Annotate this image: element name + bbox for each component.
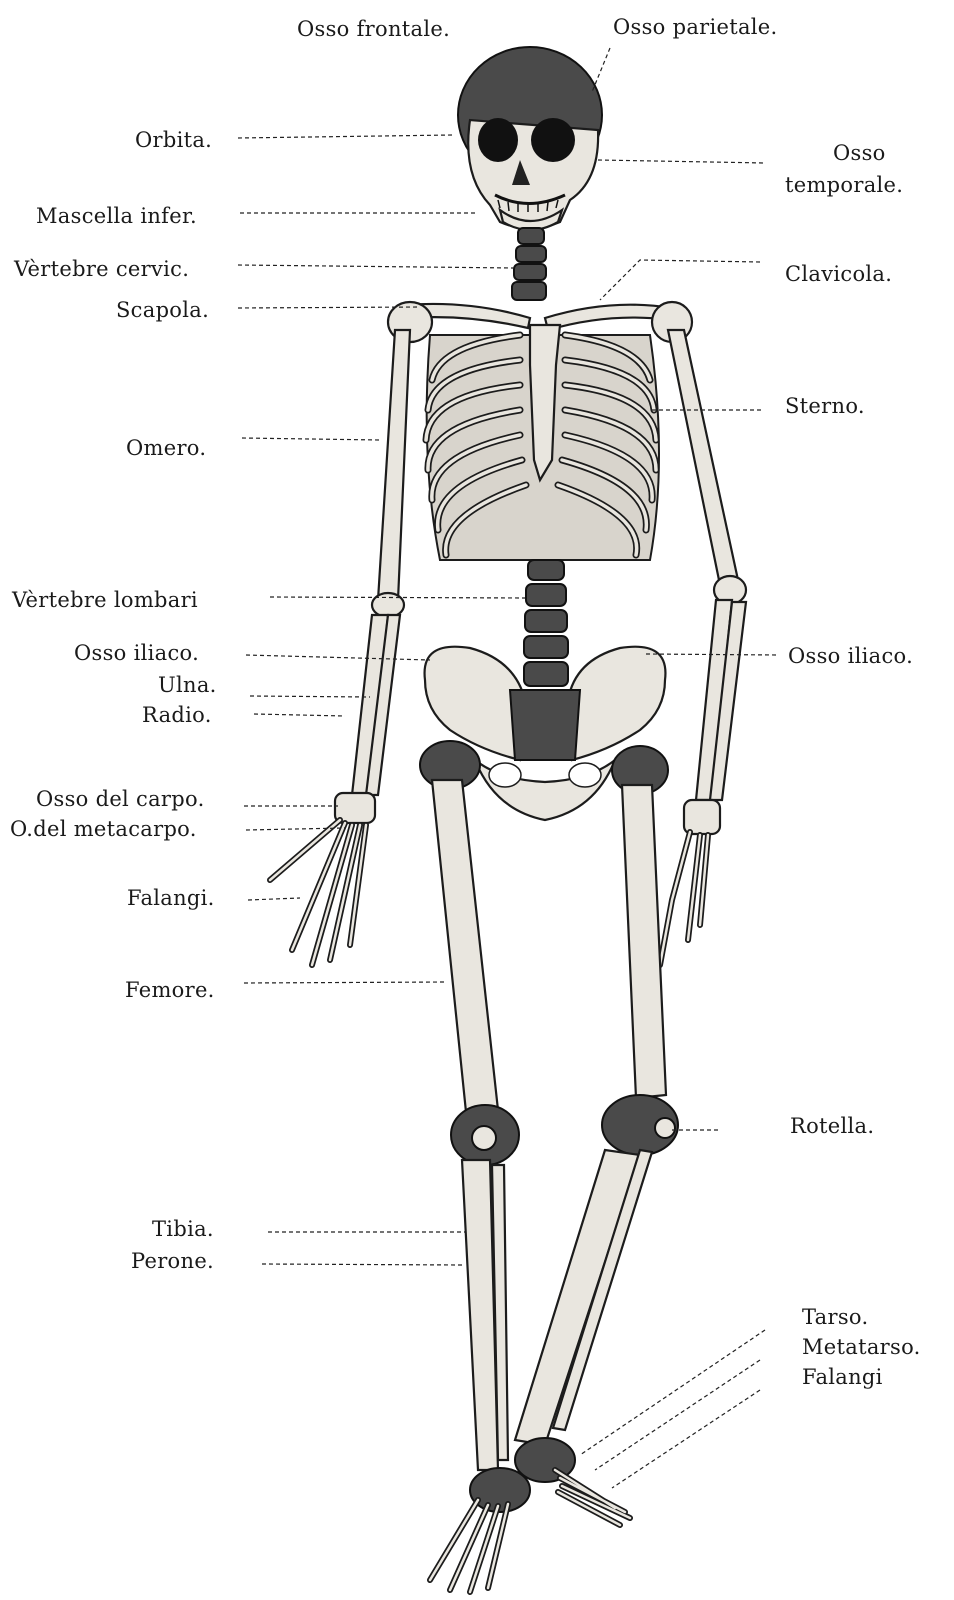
label-omero: Omero. [126,436,206,460]
arm-left-of-figure [660,330,746,965]
label-vertebre-lombari: Vèrtebre lombari [11,588,198,612]
label-clavicola: Clavicola. [785,262,892,286]
label-falangi-hand: Falangi. [127,886,215,910]
skull [458,47,602,230]
label-perone: Perone. [131,1249,214,1273]
label-o-del-metacarpo: O.del metacarpo. [10,817,197,841]
label-rotella: Rotella. [790,1114,874,1138]
label-sterno: Sterno. [785,394,865,418]
skeleton-illustration [270,47,746,1592]
label-radio: Radio. [142,703,212,727]
label-mascella-infer: Mascella infer. [36,204,197,228]
label-ulna: Ulna. [158,673,217,697]
label-osso-iliaco-right: Osso iliaco. [788,644,913,668]
label-osso-temporale-line1: Osso [833,141,886,165]
label-osso-frontale: Osso frontale. [297,17,450,41]
label-osso-iliaco-left: Osso iliaco. [74,641,199,665]
label-tibia: Tibia. [152,1217,214,1241]
lumbar-spine [524,560,568,686]
label-vertebre-cervic: Vèrtebre cervic. [13,257,189,281]
rib-cage [426,325,659,560]
leg-left-of-figure [515,746,678,1525]
cervical-spine [512,228,546,300]
arm-right-of-figure [270,330,410,965]
label-scapola: Scapola. [116,298,209,322]
label-orbita: Orbita. [135,128,212,152]
label-osso-parietale: Osso parietale. [613,15,778,39]
leg-right-of-figure [420,741,530,1592]
label-falangi-foot: Falangi [802,1365,883,1389]
label-tarso: Tarso. [802,1305,868,1329]
label-osso-temporale-line2: temporale. [785,173,903,197]
label-femore: Femore. [125,978,215,1002]
label-metatarso: Metatarso. [802,1335,921,1359]
label-osso-del-carpo: Osso del carpo. [36,787,205,811]
